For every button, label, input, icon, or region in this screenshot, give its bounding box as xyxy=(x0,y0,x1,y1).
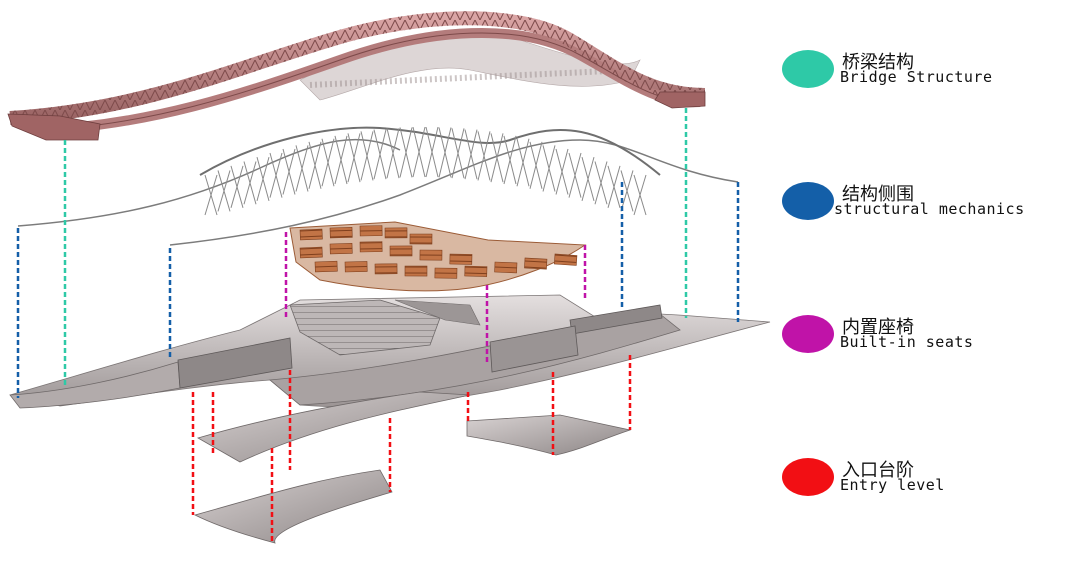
lattice-strut xyxy=(464,129,478,180)
seat-tile xyxy=(554,253,578,266)
entry-level-layer xyxy=(193,414,632,544)
legend-label-cn: 入口台阶 xyxy=(842,460,914,481)
lattice-strut xyxy=(594,161,608,205)
lattice-strut xyxy=(555,148,569,195)
legend-label-cn: 结构侧围 xyxy=(842,184,914,205)
lattice-strut xyxy=(217,170,231,212)
lattice-strut xyxy=(295,145,309,192)
bridge-hanging-panels xyxy=(299,31,641,101)
legend-label-cn: 桥梁结构 xyxy=(842,52,914,73)
seat-tile xyxy=(329,243,353,255)
lattice-strut xyxy=(308,141,322,189)
seat-tile xyxy=(344,261,368,273)
deck-left-ramp xyxy=(9,361,181,409)
lattice-strut xyxy=(412,126,426,178)
legend-label-en: Entry level xyxy=(840,476,945,494)
legend-label-en: structural mechanics xyxy=(834,200,1025,218)
structural-lattice-layer xyxy=(17,126,739,246)
connector-lines xyxy=(16,108,740,543)
lattice-strut xyxy=(347,133,361,183)
bridge-abutment-left xyxy=(7,113,101,141)
legend-item-entry-level: 入口台阶 Entry level xyxy=(782,456,1082,506)
lattice-strut xyxy=(204,174,218,216)
deck-block-left xyxy=(177,337,293,389)
lattice-strut xyxy=(451,128,465,179)
seat-tile xyxy=(404,265,428,277)
lattice-strut xyxy=(542,145,556,192)
lattice-strut xyxy=(256,157,270,202)
lattice-strut xyxy=(243,161,257,205)
legend-item-structural-mechanics: 结构侧围 structural mechanics xyxy=(782,180,1082,230)
red-circle-icon xyxy=(782,458,834,496)
seat-tile xyxy=(374,263,398,275)
lattice-strut xyxy=(477,131,491,181)
seat-tile xyxy=(359,241,383,253)
deck-box-right xyxy=(489,325,579,373)
lattice-arch xyxy=(199,126,661,176)
lattice-strut xyxy=(334,135,348,185)
lattice-strut xyxy=(568,152,582,198)
built-in-seats-layer xyxy=(289,221,587,292)
legend-label-en: Built-in seats xyxy=(840,333,974,351)
lattice-strut xyxy=(230,165,244,208)
entry-platform-left xyxy=(193,469,393,544)
seat-tile xyxy=(329,227,353,239)
lattice-strut xyxy=(529,141,543,189)
lattice-strut xyxy=(321,138,335,187)
lattice-strut xyxy=(360,131,374,181)
entry-platform-right xyxy=(466,414,632,456)
lattice-strut xyxy=(399,127,413,178)
deck-front-band xyxy=(269,313,681,406)
teal-circle-icon xyxy=(782,50,834,88)
lattice-rail-right xyxy=(169,139,739,246)
lattice-strut xyxy=(620,170,634,212)
seat-tile xyxy=(299,246,323,259)
blue-circle-icon xyxy=(782,182,834,220)
seat-tile xyxy=(409,233,433,245)
seat-tile xyxy=(464,265,488,277)
seat-tile xyxy=(434,267,458,279)
seat-tile xyxy=(299,228,323,241)
legend-label-cn: 内置座椅 xyxy=(842,317,914,338)
seat-tile xyxy=(314,260,338,273)
seat-tile xyxy=(389,245,413,257)
seat-tile xyxy=(524,257,548,270)
lattice-strut xyxy=(438,127,452,178)
seat-tile xyxy=(419,249,443,261)
seat-tile xyxy=(449,253,473,265)
lattice-strut xyxy=(373,129,387,180)
magenta-circle-icon xyxy=(782,315,834,353)
legend-label-en: Bridge Structure xyxy=(840,68,993,86)
seat-tile xyxy=(494,261,518,274)
bridge-structure-layer xyxy=(7,11,706,141)
terrace-seating-back xyxy=(394,299,481,326)
seat-tile xyxy=(359,225,383,237)
legend-item-bridge-structure: 桥梁结构 Bridge Structure xyxy=(782,48,1082,98)
lattice-strut xyxy=(503,135,517,185)
terrace-seating xyxy=(289,299,441,356)
lattice-strut xyxy=(490,133,504,183)
lattice-strut xyxy=(425,126,439,178)
lattice-strut xyxy=(607,165,621,208)
seat-tile xyxy=(384,227,408,239)
deck-lower-ramp xyxy=(196,391,471,463)
bridge-abutment-right xyxy=(654,91,706,109)
lattice-strut xyxy=(516,138,530,187)
lattice-strut xyxy=(386,128,400,179)
lattice-strut xyxy=(633,174,647,216)
legend-item-built-in-seats: 内置座椅 Built-in seats xyxy=(782,313,1082,363)
lattice-strut xyxy=(269,152,283,198)
lattice-strut xyxy=(581,157,595,202)
lattice-strut xyxy=(282,148,296,195)
deck-platform-layer xyxy=(9,294,771,463)
